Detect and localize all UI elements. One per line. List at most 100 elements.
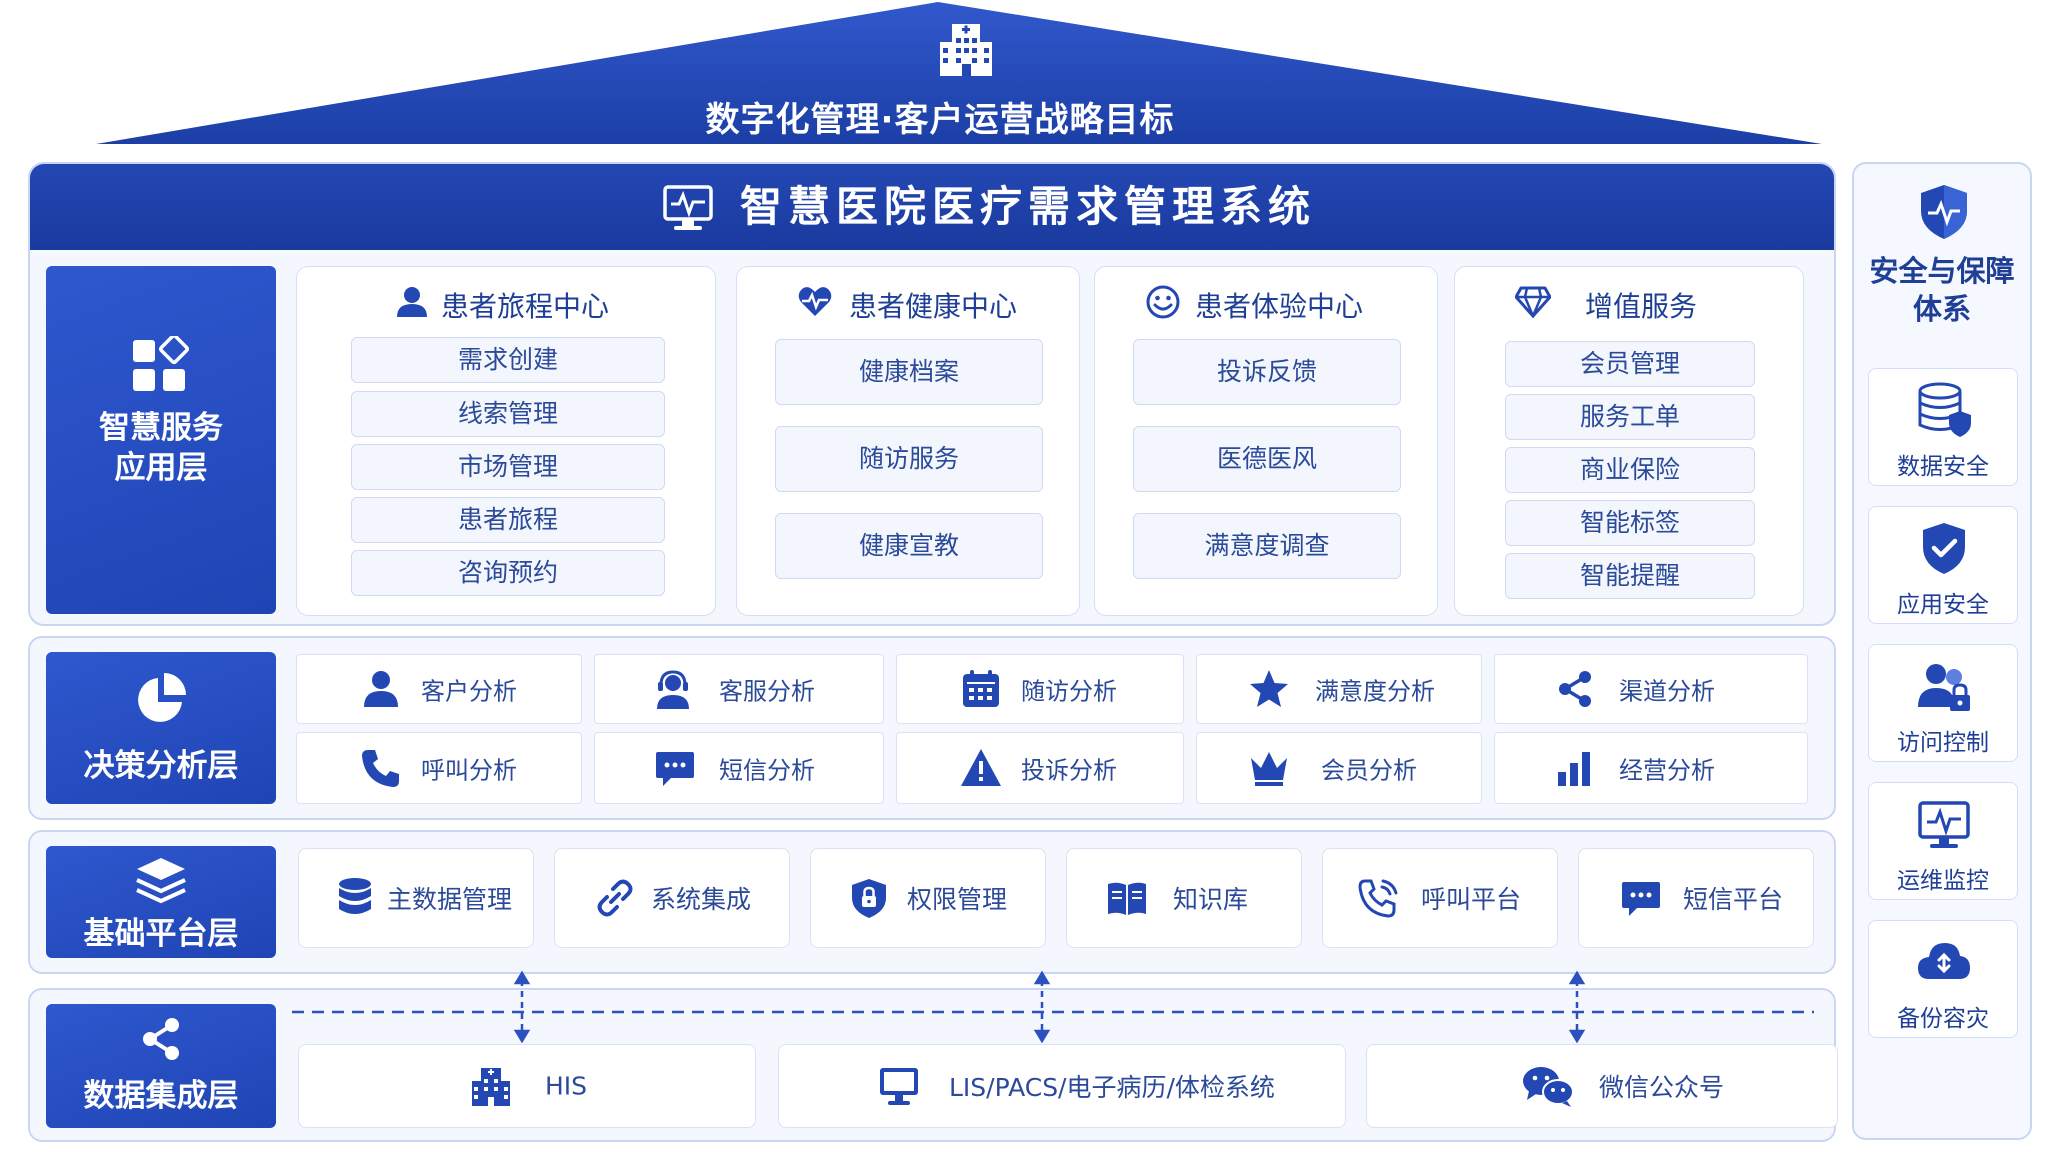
pill-member-management[interactable]: 会员管理 — [1505, 341, 1755, 387]
platform-knowledge-base-label: 知识库 — [1173, 885, 1249, 914]
platform-layer-label: 基础平台层 — [46, 846, 276, 958]
platform-master-data-label: 主数据管理 — [387, 885, 513, 914]
security-application-label: 应用安全 — [1897, 592, 1989, 618]
headset-agent-icon — [651, 667, 695, 711]
analysis-service-label: 客服分析 — [719, 677, 815, 706]
analysis-member-label: 会员分析 — [1321, 756, 1417, 785]
patient-health-center-card: 患者健康中心 健康档案 随访服务 健康宣教 — [736, 266, 1080, 616]
analysis-customer-label: 客户分析 — [421, 677, 517, 706]
apps-grid-icon — [131, 336, 189, 394]
analysis-call[interactable]: 呼叫分析 — [296, 732, 582, 804]
pill-smart-reminder[interactable]: 智能提醒 — [1505, 553, 1755, 599]
platform-system-integration[interactable]: 系统集成 — [554, 848, 790, 948]
security-ops-monitoring[interactable]: 运维监控 — [1868, 782, 2018, 900]
pill-patient-journey[interactable]: 患者旅程 — [351, 497, 665, 543]
platform-layer-panel: 基础平台层 主数据管理 系统集成 权限管理 知识库 呼叫平台 短信平台 — [28, 830, 1836, 974]
platform-sms-label: 短信平台 — [1683, 885, 1784, 914]
analysis-channel-label: 渠道分析 — [1619, 677, 1715, 706]
pill-market-management[interactable]: 市场管理 — [351, 444, 665, 490]
platform-knowledge-base[interactable]: 知识库 — [1066, 848, 1302, 948]
chat-bubble-icon — [653, 746, 697, 790]
layers-stack-icon — [134, 856, 188, 906]
open-book-icon — [1105, 876, 1149, 920]
integration-layer-label: 数据集成层 — [46, 1004, 276, 1128]
strategy-title: 数字化管理·客户运营战略目标 — [705, 100, 1175, 140]
app-layer-label-line2: 应用层 — [114, 450, 208, 486]
analysis-sms[interactable]: 短信分析 — [594, 732, 884, 804]
share-nodes-icon — [136, 1014, 186, 1064]
integration-layer-panel: 数据集成层 HIS LIS/PACS/电子病历/体检系统 微信公众号 — [28, 988, 1838, 1142]
integration-wechat-label: 微信公众号 — [1599, 1073, 1725, 1102]
analysis-satisfaction[interactable]: 满意度分析 — [1196, 654, 1482, 724]
security-panel: 安全与保障 体系 数据安全 应用安全 访问控制 运维监控 备份容灾 — [1852, 162, 2032, 1140]
pill-consult-booking[interactable]: 咨询预约 — [351, 550, 665, 596]
platform-layer-label-text: 基础平台层 — [83, 916, 239, 952]
pill-lead-management[interactable]: 线索管理 — [351, 391, 665, 437]
shield-lock-icon — [847, 876, 891, 920]
value-added-services-title: 增值服务 — [1585, 290, 1698, 323]
analysis-follow-up[interactable]: 随访分析 — [896, 654, 1184, 724]
database-shield-icon — [1914, 381, 1974, 441]
integration-his[interactable]: HIS — [298, 1044, 756, 1128]
pill-health-education[interactable]: 健康宣教 — [775, 513, 1043, 579]
monitor-pulse-icon — [1914, 795, 1974, 855]
security-data[interactable]: 数据安全 — [1868, 368, 2018, 486]
bar-chart-icon — [1553, 746, 1597, 790]
star-icon — [1247, 667, 1291, 711]
analysis-customer[interactable]: 客户分析 — [296, 654, 582, 724]
pill-commercial-insurance[interactable]: 商业保险 — [1505, 447, 1755, 493]
pill-satisfaction-survey[interactable]: 满意度调查 — [1133, 513, 1401, 579]
wechat-icon — [1521, 1064, 1577, 1108]
integration-layer-label-text: 数据集成层 — [83, 1078, 239, 1114]
monitor-pulse-icon — [662, 182, 714, 234]
crown-icon — [1247, 746, 1291, 790]
users-lock-icon — [1914, 657, 1974, 717]
security-ops-monitoring-label: 运维监控 — [1897, 868, 1989, 894]
platform-permission-label: 权限管理 — [907, 885, 1008, 914]
platform-sms[interactable]: 短信平台 — [1578, 848, 1814, 948]
pill-smart-tag[interactable]: 智能标签 — [1505, 500, 1755, 546]
user-icon — [359, 667, 403, 711]
integration-his-label: HIS — [545, 1071, 588, 1101]
analysis-satisfaction-label: 满意度分析 — [1315, 677, 1435, 706]
pill-demand-create[interactable]: 需求创建 — [351, 337, 665, 383]
analysis-complaint[interactable]: 投诉分析 — [896, 732, 1184, 804]
integration-wechat[interactable]: 微信公众号 — [1366, 1044, 1838, 1128]
analysis-service[interactable]: 客服分析 — [594, 654, 884, 724]
security-backup-dr[interactable]: 备份容灾 — [1868, 920, 2018, 1038]
platform-permission[interactable]: 权限管理 — [810, 848, 1046, 948]
link-icon — [593, 876, 637, 920]
calendar-icon — [959, 667, 1003, 711]
patient-experience-center-title: 患者体验中心 — [1195, 290, 1364, 323]
decision-layer-label: 决策分析层 — [46, 652, 276, 804]
pie-chart-icon — [134, 670, 188, 724]
decision-layer-panel: 决策分析层 客户分析 客服分析 随访分析 满意度分析 渠道分析 呼叫分析 短信分… — [28, 636, 1836, 820]
patient-journey-center-title: 患者旅程中心 — [441, 290, 610, 323]
integration-lis-pacs[interactable]: LIS/PACS/电子病历/体检系统 — [778, 1044, 1346, 1128]
pill-medical-ethics[interactable]: 医德医风 — [1133, 426, 1401, 492]
chat-bubble-icon — [1619, 876, 1663, 920]
shield-pulse-icon — [1916, 182, 1972, 242]
platform-master-data[interactable]: 主数据管理 — [298, 848, 534, 948]
analysis-member[interactable]: 会员分析 — [1196, 732, 1482, 804]
analysis-operations[interactable]: 经营分析 — [1494, 732, 1808, 804]
system-title: 智慧医院医疗需求管理系统 — [740, 182, 1317, 231]
application-layer-panel: 智慧医院医疗需求管理系统 智慧服务 应用层 患者旅程中心 需求创建 线索管理 市… — [28, 162, 1836, 626]
integration-lis-pacs-label: LIS/PACS/电子病历/体检系统 — [949, 1073, 1275, 1102]
pill-follow-up[interactable]: 随访服务 — [775, 426, 1043, 492]
security-backup-dr-label: 备份容灾 — [1897, 1006, 1989, 1032]
analysis-follow-up-label: 随访分析 — [1021, 677, 1117, 706]
app-layer-label: 智慧服务 应用层 — [46, 266, 276, 614]
platform-call[interactable]: 呼叫平台 — [1322, 848, 1558, 948]
value-added-services-card: 增值服务 会员管理 服务工单 商业保险 智能标签 智能提醒 — [1454, 266, 1804, 616]
data-bus-connector — [292, 970, 1814, 1044]
pill-health-record[interactable]: 健康档案 — [775, 339, 1043, 405]
pill-service-ticket[interactable]: 服务工单 — [1505, 394, 1755, 440]
pill-complaint-feedback[interactable]: 投诉反馈 — [1133, 339, 1401, 405]
platform-call-label: 呼叫平台 — [1421, 885, 1522, 914]
security-access-control[interactable]: 访问控制 — [1868, 644, 2018, 762]
analysis-channel[interactable]: 渠道分析 — [1494, 654, 1808, 724]
patient-journey-center-card: 患者旅程中心 需求创建 线索管理 市场管理 患者旅程 咨询预约 — [296, 266, 716, 616]
patient-health-center-title: 患者健康中心 — [849, 290, 1018, 323]
security-application[interactable]: 应用安全 — [1868, 506, 2018, 624]
